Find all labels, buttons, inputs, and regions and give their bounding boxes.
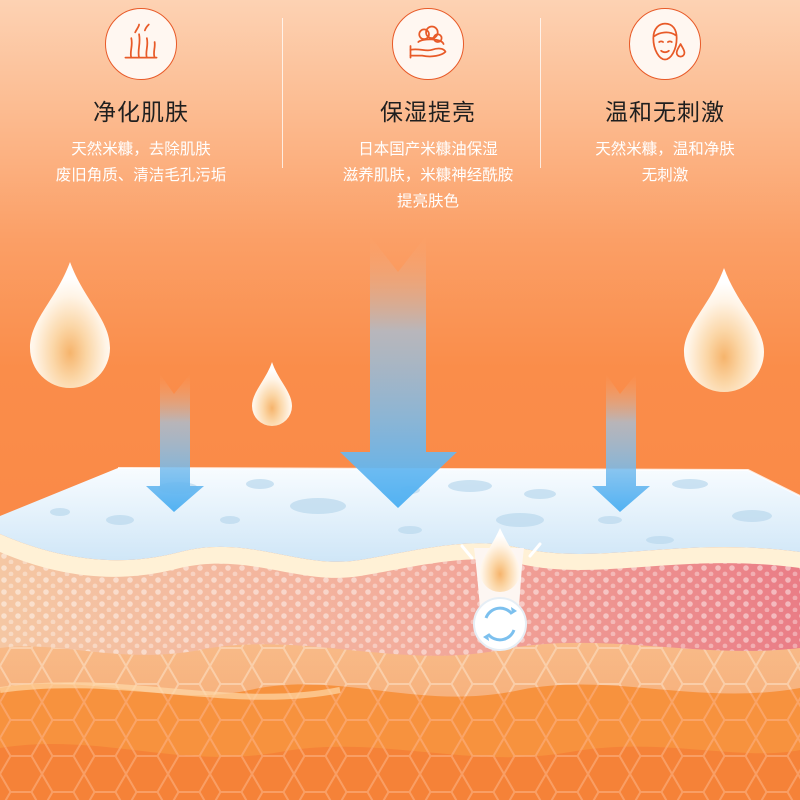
divider (282, 18, 283, 168)
pore-illustration (460, 528, 542, 651)
arrow-right-icon (592, 374, 650, 512)
droplet-left-icon (30, 262, 110, 388)
feature-gentle: 温和无刺激 天然米糠，温和净肤 无刺激 (532, 0, 798, 188)
dermis-layer (0, 548, 800, 656)
feature-purify: 净化肌肤 天然米糠，去除肌肤 废旧角质、清洁毛孔污垢 (8, 0, 274, 188)
feature-description-line: 天然米糠，去除肌肤 (71, 140, 211, 158)
fat-layer (0, 605, 800, 800)
feature-description-line: 废旧角质、清洁毛孔污垢 (55, 166, 227, 184)
arrow-left-icon (146, 374, 204, 512)
feature-title: 温和无刺激 (605, 100, 725, 126)
droplet-small-icon (252, 362, 292, 426)
feature-title: 净化肌肤 (93, 100, 189, 126)
feature-description: 天然米糠，温和净肤 无刺激 (532, 136, 798, 188)
foam-hand-icon (392, 8, 464, 80)
arrow-center-icon (340, 236, 457, 508)
feature-list: 净化肌肤 天然米糠，去除肌肤 废旧角质、清洁毛孔污垢 (0, 0, 800, 240)
feature-description: 天然米糠，去除肌肤 废旧角质、清洁毛孔污垢 (8, 136, 274, 188)
feature-description-line: 天然米糠，温和净肤 (595, 140, 735, 158)
feature-moisturize: 保湿提亮 日本国产米糠油保湿 滋养肌肤，米糠神经酰胺 提亮肤色 (295, 0, 561, 214)
penetration-arrows (146, 236, 650, 512)
droplet-right-icon (684, 268, 764, 392)
feature-description: 日本国产米糠油保湿 滋养肌肤，米糠神经酰胺 提亮肤色 (295, 136, 561, 214)
divider (540, 18, 541, 168)
feature-description-line: 滋养肌肤，米糠神经酰胺 (342, 166, 514, 184)
feature-title: 保湿提亮 (380, 100, 476, 126)
feature-description-line: 日本国产米糠油保湿 (358, 140, 498, 158)
hair-follicle-icon (105, 8, 177, 80)
water-droplets (30, 262, 764, 426)
feature-description-line: 无刺激 (641, 166, 689, 184)
face-drop-icon (629, 8, 701, 80)
epidermis-band (0, 534, 800, 578)
feature-description-line: 提亮肤色 (396, 192, 459, 210)
